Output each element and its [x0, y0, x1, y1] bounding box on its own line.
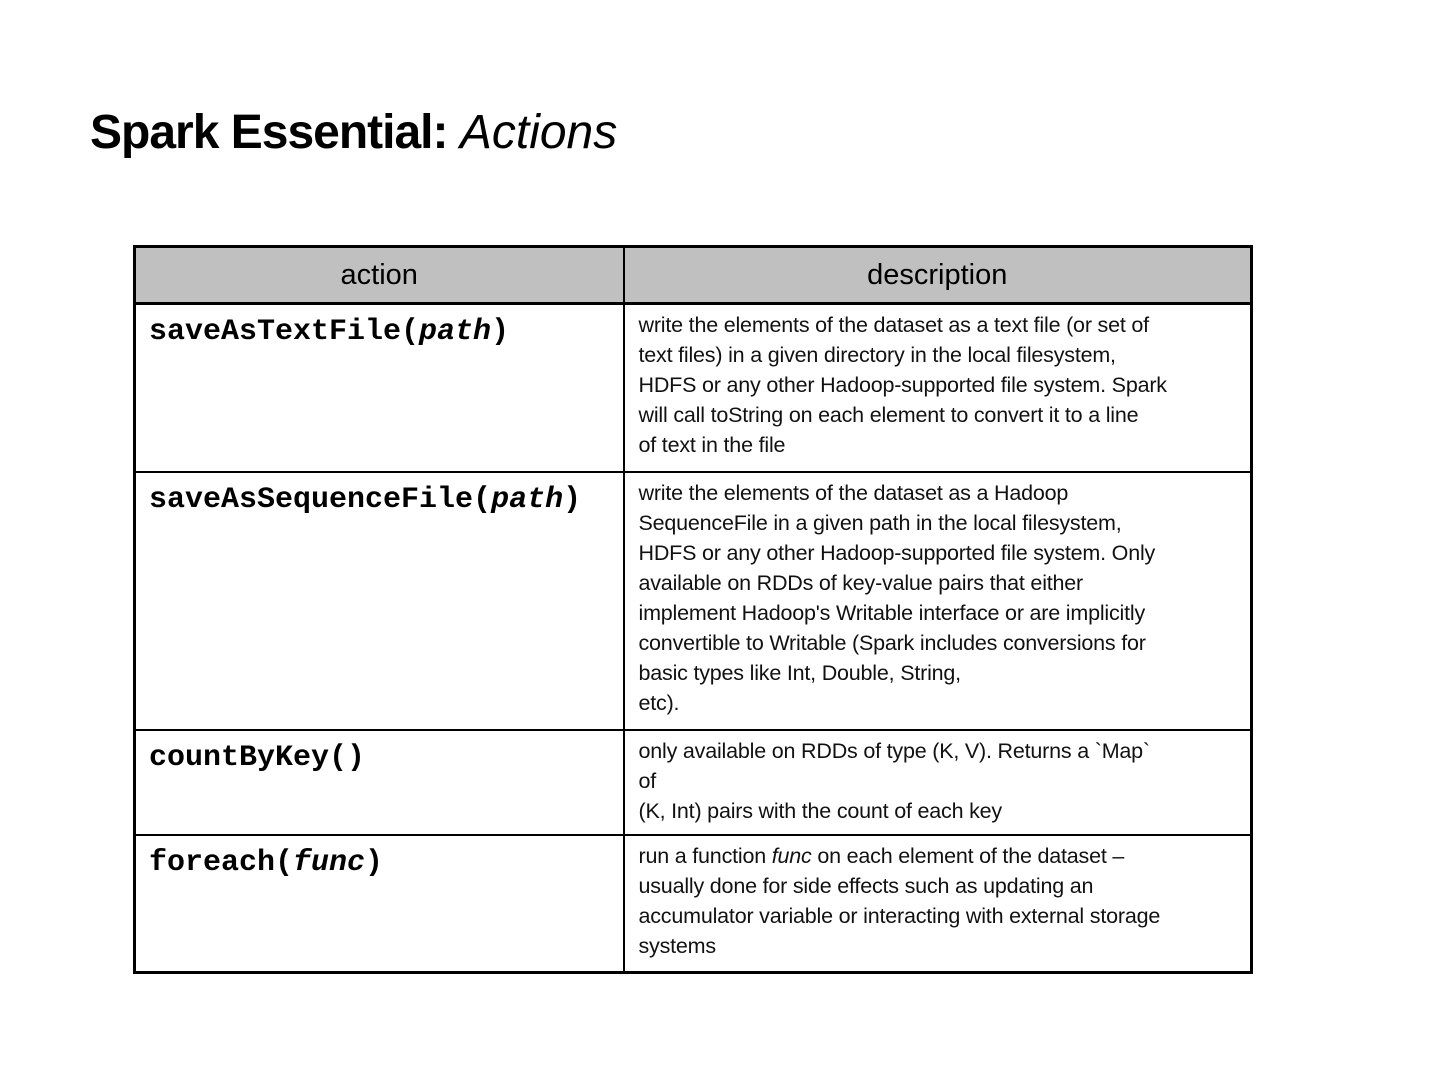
- action-cell: saveAsSequenceFile(path): [133, 470, 625, 731]
- action-cell: foreach(func): [133, 833, 625, 974]
- description-cell: write the elements of the dataset as a t…: [622, 302, 1253, 473]
- page-title: Spark Essential: Actions: [90, 104, 617, 162]
- column-header-description: description: [622, 245, 1253, 305]
- action-cell: saveAsTextFile(path): [133, 302, 625, 473]
- page-title-prefix: Spark Essential:: [90, 106, 460, 159]
- table-header-row: action description: [133, 245, 1253, 305]
- table-row: foreach(func) run a function func on eac…: [133, 833, 1253, 974]
- column-header-action: action: [133, 245, 625, 305]
- table-row: countByKey() only available on RDDs of t…: [133, 728, 1253, 836]
- description-cell: write the elements of the dataset as a H…: [622, 470, 1253, 731]
- action-cell: countByKey(): [133, 728, 625, 836]
- description-cell: only available on RDDs of type (K, V). R…: [622, 728, 1253, 836]
- actions-table: action description saveAsTextFile(path) …: [133, 245, 1253, 974]
- page-title-emphasis: Actions: [459, 106, 618, 159]
- table-row: saveAsTextFile(path) write the elements …: [133, 302, 1253, 473]
- table-row: saveAsSequenceFile(path) write the eleme…: [133, 470, 1253, 731]
- description-cell: run a function func on each element of t…: [622, 833, 1253, 974]
